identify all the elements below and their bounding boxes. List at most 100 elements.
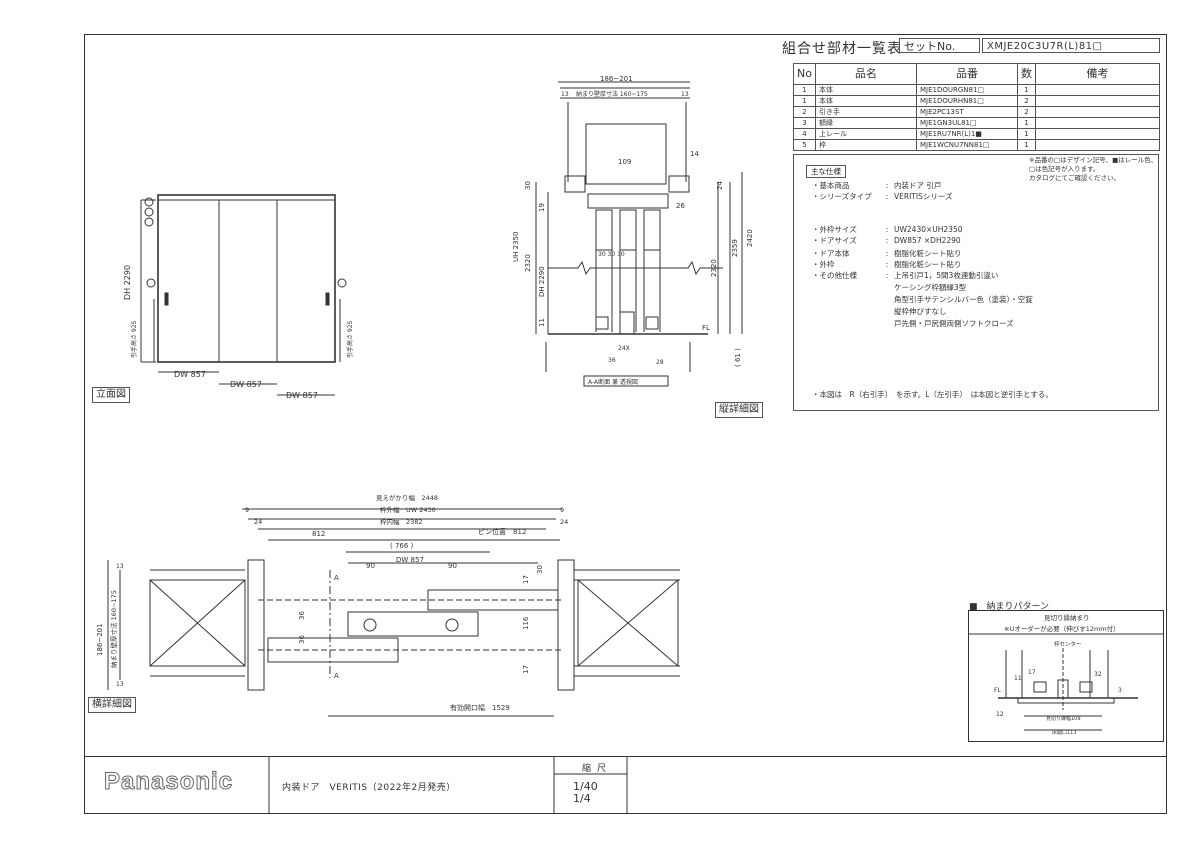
spec-row: ・ドアサイズ:DW857 ×DH2290 [812, 236, 961, 245]
pattern-3: 3 [1118, 687, 1122, 694]
hdim-13a: 13 [116, 563, 124, 570]
col-no: No [793, 63, 816, 85]
cell-code: MJE1WCNU7NN81□ [915, 139, 1018, 151]
hdim-116: 116 [522, 616, 530, 630]
vdim-61: ( 61 ) [734, 348, 742, 367]
spec-extra: 角型引手サテンシルバー色（塗装）・空錠 [894, 295, 1033, 304]
cell-note [1034, 95, 1161, 107]
vdim-13a: 13 [561, 91, 569, 98]
vdim-2420: 2420 [746, 229, 754, 247]
cell-note [1034, 128, 1161, 140]
hdim-13b: 13 [116, 681, 124, 688]
dim-handle-right: 引手高さ 925 [346, 320, 354, 358]
cell-qty: 1 [1016, 128, 1036, 140]
hdim-17: 17 [522, 575, 530, 584]
set-number-value: XMJE20C3U7R(L)81□ [982, 38, 1160, 53]
table-row: 2 引き手 MJE2PC13ST 2 [793, 106, 1161, 118]
vdim-26: 26 [676, 202, 685, 210]
cell-name: 枠 [814, 139, 917, 151]
hdim-24b: 24 [560, 518, 568, 526]
hdim-36b: 36 [298, 635, 306, 644]
hdim-pin: ピン位置 812 [478, 527, 526, 536]
col-note: 備考 [1034, 63, 1161, 85]
hdim-uw: 枠外幅 UW 2430 [380, 505, 436, 514]
cell-code: MJE2PC13ST [915, 106, 1018, 118]
hdim-766: ( 766 ) [390, 542, 414, 550]
spec-row: ・その他仕様:上吊引戸1，5間3枚連動引違い [812, 271, 999, 280]
label-vertical-section: 縦詳細図 [715, 402, 763, 418]
cell-name: 本体 [814, 84, 917, 96]
cell-no: 4 [793, 128, 816, 140]
cell-qty: 1 [1016, 117, 1036, 129]
pattern-drawing: 見切り縁納まり ※Uオーダーが必要（伸びす12mm付） 枠センター FL 11 … [968, 610, 1164, 742]
spec-row: ・ドア本体:樹脂化粧シート貼り [812, 249, 962, 258]
col-name: 品名 [814, 63, 917, 85]
spec-value: 内装ドア 引戸 [894, 181, 942, 190]
cell-name: 額縁 [814, 117, 917, 129]
spec-value: 上吊引戸1，5間3枚連動引違い [894, 271, 999, 280]
spec-row: ・外枠:樹脂化粧シート貼り [812, 260, 962, 269]
table-row: 3 額縁 MJE1GN3UL81□ 1 [793, 117, 1161, 129]
spec-key: ・シリーズタイプ [812, 192, 872, 201]
cell-no: 2 [793, 106, 816, 118]
cell-code: MJE1DOURHN81□ [915, 95, 1018, 107]
pattern-11: 11 [1014, 675, 1022, 682]
product-name: 内装ドア VERITIS（2022年2月発売） [282, 783, 456, 793]
vdim-2359: 2359 [731, 239, 739, 257]
scale-value-2: 1/4 [573, 792, 591, 805]
vdim-wall: 納まり壁厚寸法 160~175 [576, 90, 648, 98]
door-frame [157, 194, 336, 363]
cell-no: 1 [793, 95, 816, 107]
scale-label: 縮尺 [582, 764, 613, 774]
cell-note [1034, 106, 1161, 118]
cell-note [1034, 84, 1161, 96]
cell-name: 本体 [814, 95, 917, 107]
specs-heading: 主な仕様 [806, 165, 846, 178]
label-elevation: 立面図 [92, 387, 130, 403]
spec-footnote: ・本図は R（右引手） を示す。L（左引手） は本図と逆引手とする。 [812, 390, 1053, 399]
note-line: ※品番の□はデザイン記号、■はレール色、 [1029, 156, 1158, 164]
cell-name: 引き手 [814, 106, 917, 118]
vdim-109: 109 [618, 158, 631, 166]
spec-key: ・基本商品 [812, 181, 850, 190]
vdim-fl: FL [702, 324, 710, 332]
scale-value-1: 1/40 [573, 780, 598, 793]
spec-value: DW857 ×DH2290 [894, 236, 961, 245]
hdim-90a: 90 [366, 562, 375, 570]
spec-row: ・シリーズタイプ:VERITISシリーズ [812, 192, 953, 201]
vdim-2320b: 2320 [710, 259, 718, 277]
handle-icon [164, 292, 169, 306]
dim-dw2: DW 857 [230, 380, 262, 389]
col-qty: 数 [1016, 63, 1036, 85]
vdim-30: 30 [524, 181, 532, 190]
vdim-19: 19 [538, 203, 546, 212]
vdim-13b: 13 [681, 91, 689, 98]
col-code: 品番 [915, 63, 1018, 85]
cell-qty: 2 [1016, 95, 1036, 107]
note-line: カタログにてご確認ください。 [1029, 174, 1120, 182]
vdim-uh: UH 2350 [512, 232, 520, 262]
table-row: 1 本体 MJE1DOURGN81□ 1 [793, 84, 1161, 96]
pattern-w113: 床開口113 [1052, 729, 1077, 736]
pattern-sub2: ※Uオーダーが必要（伸びす12mm付） [1004, 624, 1120, 633]
cell-code: MJE1RU7NR(L)1■ [915, 128, 1018, 140]
spec-key: ・ドアサイズ [812, 236, 857, 245]
vdim-28: 28 [656, 359, 664, 366]
cell-code: MJE1DOURGN81□ [915, 84, 1018, 96]
hdim-36a: 36 [298, 611, 306, 620]
parts-table-title: 組合せ部材一覧表 [782, 41, 902, 57]
hdim-9b: 9 [560, 506, 564, 514]
spec-value: VERITISシリーズ [894, 192, 953, 201]
label-horizontal-section: 横詳細図 [88, 697, 136, 713]
table-row: 5 枠 MJE1WCNU7NN81□ 1 [793, 139, 1161, 151]
pattern-title: ■ 納まりパターン [969, 602, 1050, 612]
vdim-dh: DH 2290 [538, 266, 546, 297]
vdim-11: 11 [538, 318, 546, 327]
spec-key: ・外枠サイズ [812, 225, 857, 234]
hdim-24a: 24 [254, 518, 262, 526]
vdim-2320: 2320 [524, 254, 532, 272]
cell-no: 5 [793, 139, 816, 151]
footer-block [84, 756, 1167, 814]
table-row: 1 本体 MJE1DOURHN81□ 2 [793, 95, 1161, 107]
spec-row: ・外枠サイズ:UW2430×UH2350 [812, 225, 963, 234]
